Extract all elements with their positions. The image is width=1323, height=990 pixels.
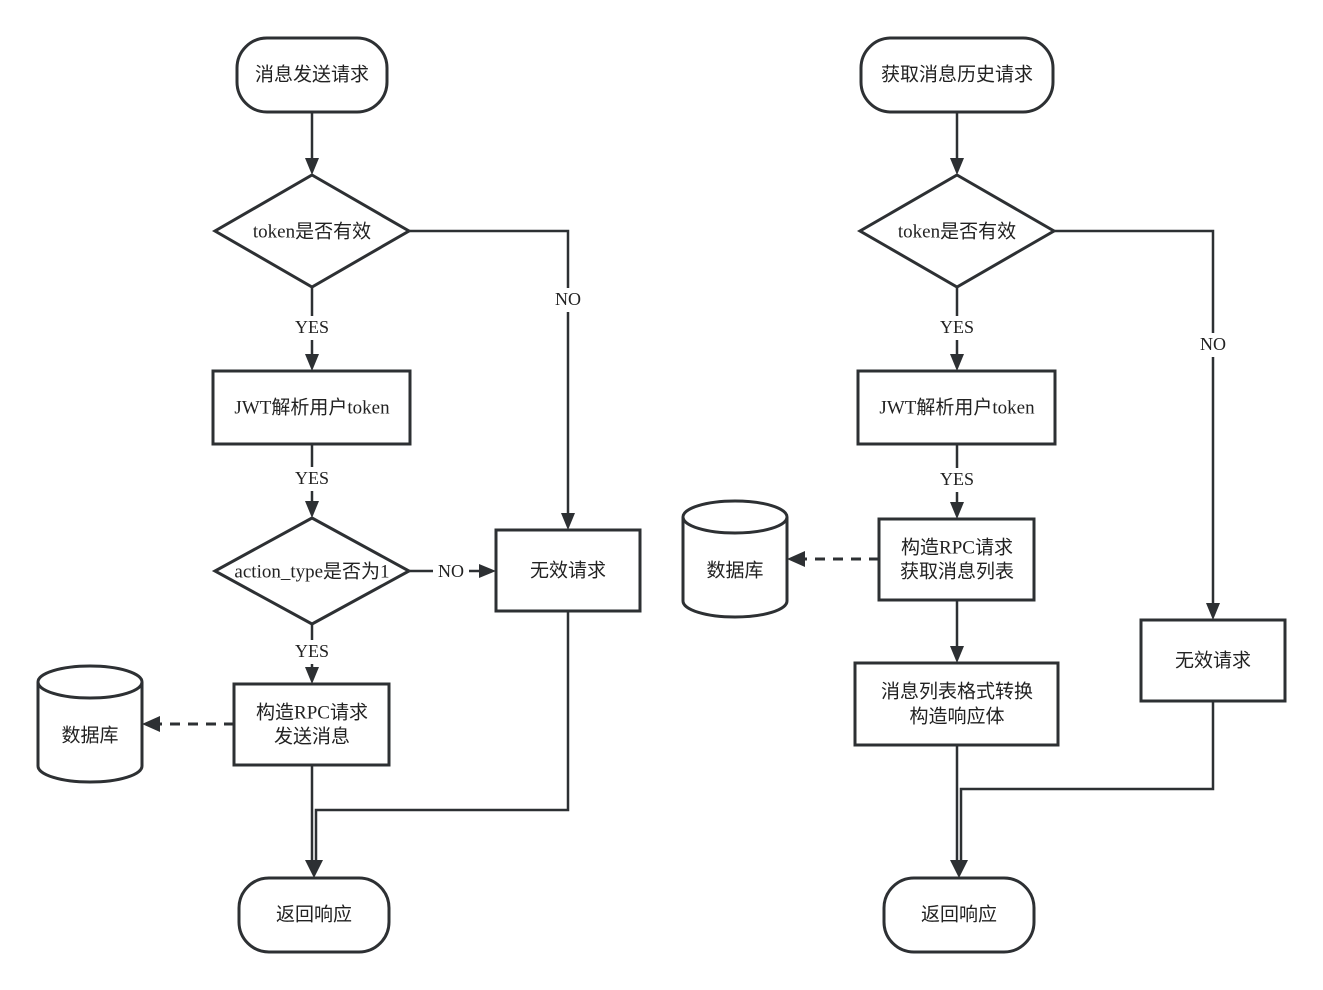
arrowhead	[561, 513, 575, 530]
edge-invalid-to-end	[314, 611, 570, 862]
arrowhead	[950, 646, 964, 663]
arrowhead	[950, 502, 964, 519]
arrowhead	[305, 158, 319, 175]
start-terminal-label: 消息发送请求	[255, 63, 369, 85]
arrowhead	[142, 716, 160, 732]
database-cylinder	[681, 499, 789, 619]
token-check-label: token是否有效	[253, 220, 371, 242]
rpc-fetch-label-line1: 构造RPC请求	[901, 536, 1013, 558]
start-terminal-label: 获取消息历史请求	[881, 63, 1033, 85]
arrowhead	[950, 158, 964, 175]
jwt-parse-label: JWT解析用户token	[234, 396, 390, 418]
token-check-decision	[856, 173, 1058, 289]
action-type-label: action_type是否为1	[234, 560, 389, 582]
invalid-request-label: 无效请求	[530, 559, 606, 581]
invalid-request-process	[494, 528, 642, 613]
edge-label-no: NO	[438, 561, 464, 581]
database-label: 数据库	[61, 724, 118, 746]
rpc-send-process	[232, 682, 391, 767]
right-flow: YES YES NO 获取消息历史请求 token是否有效 JWT解析用户tok…	[681, 36, 1287, 954]
edge-invalid-to-end	[959, 701, 1215, 862]
rpc-fetch-process	[877, 517, 1036, 602]
edge-label-yes: YES	[940, 317, 974, 337]
rpc-fetch-label-line2: 获取消息列表	[900, 560, 1014, 582]
left-flow: YES YES YES NO NO 消息发送请求 token是否有效 JWT解析…	[36, 36, 642, 954]
rpc-send-label-line1: 构造RPC请求	[256, 701, 368, 723]
jwt-parse-process	[856, 369, 1057, 446]
arrowhead	[305, 860, 323, 878]
edge-label-yes: YES	[295, 641, 329, 661]
invalid-request-process	[1139, 618, 1287, 703]
edge-token-no-to-invalid	[409, 229, 570, 515]
arrowhead	[479, 564, 496, 578]
action-type-decision	[211, 516, 413, 626]
edge-label-no: NO	[555, 289, 581, 309]
end-terminal-label: 返回响应	[276, 903, 352, 925]
format-convert-label-line2: 构造响应体	[909, 705, 1004, 727]
jwt-parse-label: JWT解析用户token	[879, 396, 1035, 418]
arrowhead	[787, 551, 805, 567]
arrowhead	[950, 354, 964, 371]
end-terminal	[237, 876, 391, 954]
edge-label-yes: YES	[295, 317, 329, 337]
database-cylinder	[36, 664, 144, 784]
invalid-request-label: 无效请求	[1175, 649, 1251, 671]
rpc-send-label-line2: 发送消息	[274, 725, 350, 747]
jwt-parse-process	[211, 369, 412, 446]
arrowhead	[305, 354, 319, 371]
arrowhead	[1206, 603, 1220, 620]
end-terminal	[882, 876, 1036, 954]
format-convert-process	[853, 661, 1060, 747]
end-terminal-label: 返回响应	[921, 903, 997, 925]
start-terminal	[859, 36, 1055, 114]
edge-label-yes: YES	[940, 469, 974, 489]
arrowhead	[305, 501, 319, 518]
arrowhead	[950, 860, 968, 878]
edge-label-yes: YES	[295, 468, 329, 488]
arrowhead	[305, 667, 319, 684]
edge-token-no-to-invalid	[1054, 229, 1215, 605]
token-check-decision	[211, 173, 413, 289]
edge-label-no: NO	[1200, 334, 1226, 354]
token-check-label: token是否有效	[898, 220, 1016, 242]
format-convert-label-line1: 消息列表格式转换	[881, 680, 1033, 702]
start-terminal	[235, 36, 389, 114]
database-label: 数据库	[706, 559, 763, 581]
